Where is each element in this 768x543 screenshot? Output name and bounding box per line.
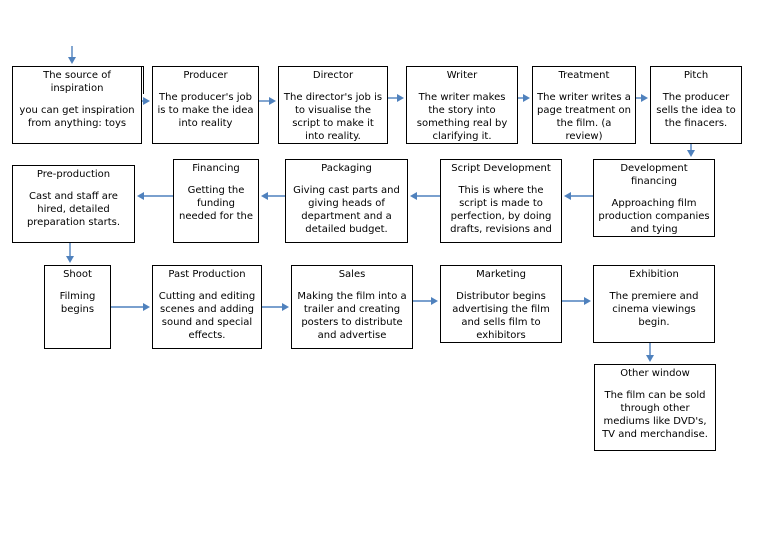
arrow-pastproduction-sales-head	[282, 303, 289, 311]
arrow-script-packaging	[410, 192, 440, 200]
box-sales-body: Making the film into a trailer and creat…	[297, 291, 407, 341]
arrow-devfinancing-script-head	[564, 192, 571, 200]
box-pre-production: Pre-production Cast and staff are hired,…	[12, 165, 135, 243]
box-development-financing-title: Development financing	[620, 163, 688, 187]
arrow-producer-director	[259, 97, 276, 105]
box-pre-production-title: Pre-production	[36, 169, 111, 180]
arrow-writer-treatment	[518, 94, 530, 102]
arrow-pitch-devfinancing-head	[687, 150, 695, 157]
arrow-sales-marketing-head	[431, 297, 438, 305]
box-director-title: Director	[312, 70, 354, 81]
box-script-development: Script Development This is where the scr…	[440, 159, 562, 243]
box-writer-body: The writer makes the story into somethin…	[416, 92, 508, 142]
box-pitch: Pitch The producer sells the idea to the…	[650, 66, 742, 144]
box-sales: Sales Making the film into a trailer and…	[291, 265, 413, 349]
box-marketing-body: Distributor begins advertising the film …	[452, 291, 550, 341]
box-producer-title: Producer	[183, 70, 228, 81]
arrow-treatment-pitch	[636, 94, 648, 102]
arrow-source-producer-head	[143, 97, 150, 105]
box-packaging-title: Packaging	[321, 163, 372, 174]
arrow-preproduction-shoot	[66, 243, 74, 263]
box-sales-title: Sales	[338, 269, 366, 280]
box-shoot-title: Shoot	[63, 269, 92, 280]
box-treatment: Treatment The writer writes a page treat…	[532, 66, 636, 144]
box-director: Director The director's job is to visual…	[278, 66, 388, 144]
box-producer: Producer The producer's job is to make t…	[152, 66, 259, 144]
box-financing-title: Financing	[192, 163, 240, 174]
box-pitch-title: Pitch	[683, 70, 709, 81]
box-other-window-title: Other window	[620, 368, 690, 379]
box-source-corner	[130, 66, 144, 94]
box-script-development-title: Script Development	[451, 163, 551, 174]
box-writer: Writer The writer makes the story into s…	[406, 66, 518, 144]
box-pitch-body: The producer sells the idea to the finac…	[656, 92, 736, 129]
box-treatment-title: Treatment	[558, 70, 610, 81]
box-shoot: Shoot Filming begins	[44, 265, 111, 349]
arrow-financing-preproduction	[137, 192, 173, 200]
box-pre-production-body: Cast and staff are hired, detailed prepa…	[26, 191, 121, 228]
arrow-exhibition-otherwindow-head	[646, 355, 654, 362]
box-shoot-body: Filming begins	[59, 291, 96, 315]
arrow-marketing-exhibition	[562, 297, 591, 305]
box-source-body: you can get inspiration from anything: t…	[19, 105, 135, 129]
box-treatment-body: The writer writes a page treatment on th…	[537, 92, 631, 142]
arrow-sales-marketing	[413, 297, 438, 305]
arrow-shoot-pastproduction	[111, 303, 150, 311]
box-packaging: Packaging Giving cast parts and giving h…	[285, 159, 408, 243]
arrow-writer-treatment-head	[523, 94, 530, 102]
arrow-devfinancing-script	[564, 192, 593, 200]
box-source-title: The source of inspiration	[43, 70, 111, 94]
box-exhibition-title: Exhibition	[629, 269, 679, 280]
box-director-body: The director's job is to visualise the s…	[283, 92, 383, 142]
arrow-marketing-exhibition-head	[584, 297, 591, 305]
box-marketing: Marketing Distributor begins advertising…	[440, 265, 562, 343]
box-script-development-body: This is where the script is made to perf…	[450, 185, 552, 235]
box-past-production: Past Production Cutting and editing scen…	[152, 265, 262, 349]
arrow-pitch-devfinancing	[687, 144, 695, 157]
arrow-director-writer	[388, 94, 404, 102]
arrow-producer-director-head	[269, 97, 276, 105]
arrow-shoot-pastproduction-head	[143, 303, 150, 311]
box-exhibition-body: The premiere and cinema viewings begin.	[609, 291, 699, 328]
box-producer-body: The producer's job is to make the idea i…	[157, 92, 254, 129]
arrow-financing-preproduction-head	[137, 192, 144, 200]
arrow-preproduction-shoot-head	[66, 256, 74, 263]
box-writer-title: Writer	[446, 70, 478, 81]
box-development-financing: Development financing Approaching film p…	[593, 159, 715, 237]
arrow-packaging-financing	[261, 192, 285, 200]
box-development-financing-body: Approaching film production companies an…	[598, 198, 710, 235]
arrow-exhibition-otherwindow	[646, 343, 654, 362]
arrow-packaging-financing-head	[261, 192, 268, 200]
box-financing-body: Getting the funding needed for the	[178, 185, 253, 222]
box-exhibition: Exhibition The premiere and cinema viewi…	[593, 265, 715, 343]
arrow-into-source-head	[68, 57, 76, 64]
box-source: The source of inspiration you can get in…	[12, 66, 142, 144]
arrow-director-writer-head	[397, 94, 404, 102]
box-past-production-body: Cutting and editing scenes and adding so…	[158, 291, 256, 341]
arrow-into-source	[68, 46, 76, 64]
box-marketing-title: Marketing	[476, 269, 526, 280]
arrow-treatment-pitch-head	[641, 94, 648, 102]
arrow-script-packaging-head	[410, 192, 417, 200]
box-other-window-body: The film can be sold through other mediu…	[602, 390, 708, 440]
box-past-production-title: Past Production	[168, 269, 246, 280]
arrow-pastproduction-sales	[262, 303, 289, 311]
box-packaging-body: Giving cast parts and giving heads of de…	[293, 185, 400, 235]
box-financing: Financing Getting the funding needed for…	[173, 159, 259, 243]
box-other-window: Other window The film can be sold throug…	[594, 364, 716, 451]
